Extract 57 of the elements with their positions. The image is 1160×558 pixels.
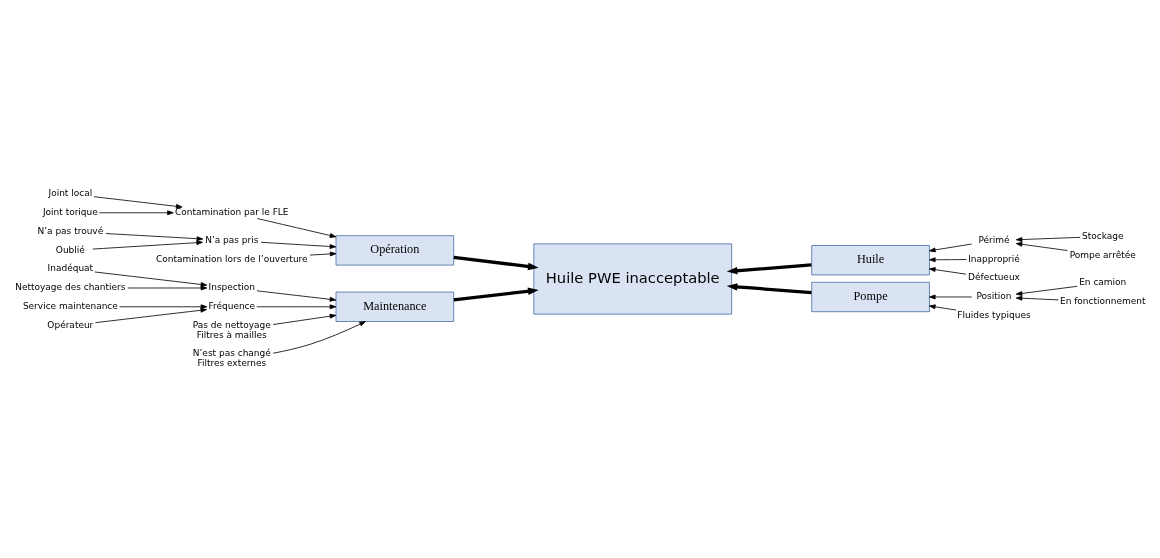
node-text: Joint torique (42, 207, 98, 218)
node-text: Nettoyage des chantiers (15, 282, 126, 293)
node-text: Oublié (55, 244, 85, 255)
arrow (256, 218, 337, 238)
node-text: Position (976, 291, 1012, 302)
arrow (105, 233, 204, 242)
arrow (1015, 241, 1068, 251)
arrow (309, 251, 337, 257)
node-text: Inapproprié (968, 253, 1020, 264)
arrow (453, 255, 539, 271)
node-text: N’a pas pris (205, 234, 259, 245)
arrow (260, 241, 337, 249)
node-text: Pas de nettoyage Filtres à mailles (192, 319, 271, 340)
arrow (1015, 236, 1081, 242)
node-text: Service maintenance (22, 301, 118, 312)
node-text: Opérateur (47, 319, 94, 330)
node-text: Pompe arrêtée (1069, 249, 1136, 260)
node-text: Joint local (48, 188, 93, 199)
arrow (929, 304, 957, 311)
node-text: Défectueux (968, 272, 1020, 283)
arrow (272, 313, 337, 325)
node-box: Maintenance (335, 291, 455, 322)
arrow (929, 294, 973, 300)
arrow (726, 263, 812, 275)
node-text: Fluides typiques (957, 310, 1031, 321)
arrow (127, 285, 208, 291)
arrow (98, 210, 174, 216)
arrow (1015, 285, 1078, 296)
node-text: Stockage (1082, 230, 1124, 241)
arrow (256, 290, 337, 302)
node-text: En camion (1079, 277, 1127, 288)
arrow (929, 257, 967, 263)
node-text: N’est pas changé Filtres externes (192, 348, 271, 369)
arrow (119, 304, 208, 310)
node-text: Périmé (978, 234, 1010, 245)
arrow (929, 267, 967, 275)
arrow (94, 271, 208, 287)
node-text: Inadéquat (47, 263, 94, 274)
arrow (1015, 295, 1059, 301)
node-text: Fréquence (208, 301, 256, 312)
arrow (453, 287, 539, 302)
arrow (94, 307, 208, 324)
arrow (93, 196, 183, 209)
node-text: N’a pas trouvé (37, 225, 104, 236)
node-box: Huile PWE inacceptable (533, 243, 733, 315)
node-text: Inspection (208, 282, 255, 293)
arrow (92, 240, 203, 250)
arrow (726, 283, 812, 295)
node-box: Huile (811, 245, 930, 276)
arrow (929, 243, 973, 253)
arrow (272, 321, 366, 354)
node-text: Contamination par le FLE (175, 207, 289, 218)
arrow (256, 304, 337, 310)
node-text: Contamination lors de l’ouverture (155, 253, 308, 264)
node-text: En fonctionnement (1060, 296, 1146, 307)
node-box: Pompe (811, 281, 930, 313)
node-box: Opération (335, 235, 455, 266)
